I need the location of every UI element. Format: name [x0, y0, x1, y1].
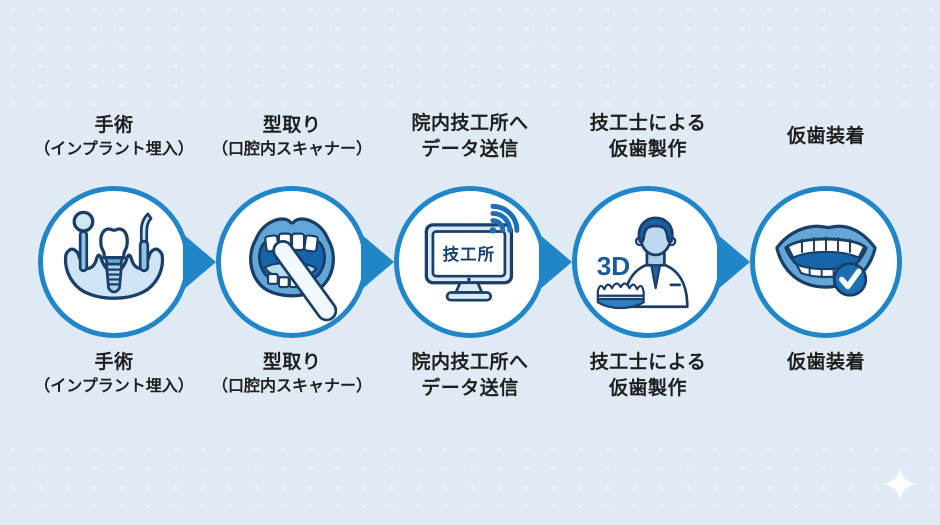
step-4-subtitle: 仮歯製作 [608, 139, 687, 160]
step-5-label-top: 仮歯装着 [725, 104, 927, 170]
arrow-right-icon [717, 234, 750, 290]
step-1-label-bottom: 手術 （インプラント埋入） [13, 350, 215, 398]
denture-model-icon [596, 282, 645, 310]
step-4-subtitle-bottom: 仮歯製作 [608, 377, 687, 399]
step-1-subtitle-bottom: （インプラント埋入） [34, 377, 194, 395]
intraoral-scanner-icon [249, 217, 338, 322]
checkmark-icon [839, 268, 862, 290]
technician-3d-icon: 3D [596, 216, 689, 310]
step-2-subtitle: （口腔内スキャナー） [211, 141, 372, 159]
step-3-subtitle: データ送信 [421, 139, 519, 160]
step-2-impression: 型取り （口腔内スキャナー） [203, 0, 381, 525]
step-2-label-top: 型取り （口腔内スキャナー） [191, 104, 393, 170]
arrow-right-icon [361, 234, 394, 290]
temporary-teeth-fitted-icon [775, 224, 877, 297]
step-5-fitting: 仮歯装着 仮歯装着 [737, 0, 915, 525]
sparkle-icon [884, 468, 916, 500]
step-3-label-top: 院内技工所へ データ送信 [369, 104, 571, 170]
step-1-circle [38, 186, 190, 338]
step-5-label-bottom: 仮歯装着 [725, 350, 927, 376]
step-2-title: 型取り [262, 115, 322, 137]
step-3-circle: 技工所 [394, 186, 546, 338]
arrow-right-icon [539, 234, 572, 290]
step-3-label-bottom: 院内技工所へ データ送信 [369, 350, 571, 402]
implant-surgery-icon [63, 210, 165, 300]
step-1-surgery: 手術 （インプラント埋入） 手術 （インプラント埋入） [25, 0, 203, 525]
3d-badge-label: 3D [597, 251, 630, 281]
arrow-right-icon [183, 234, 216, 290]
step-4-title: 技工士による [589, 113, 707, 135]
step-4-title-bottom: 技工士による [589, 352, 707, 373]
step-2-label-bottom: 型取り （口腔内スキャナー） [191, 350, 393, 398]
step-4-label-bottom: 技工士による 仮歯製作 [547, 350, 749, 402]
step-1-title-bottom: 手術 [94, 352, 134, 373]
step-3-title: 院内技工所へ [411, 113, 529, 135]
step-4-lab-fabrication: 技工士による 仮歯製作 [559, 0, 737, 525]
step-1-subtitle: （インプラント埋入） [34, 141, 194, 159]
step-3-subtitle-bottom: データ送信 [421, 377, 519, 399]
step-2-title-bottom: 型取り [262, 352, 322, 373]
step-3-title-bottom: 院内技工所へ [411, 352, 529, 373]
step-1-title: 手術 [94, 115, 134, 137]
step-5-title-bottom: 仮歯装着 [786, 352, 865, 373]
step-4-label-top: 技工士による 仮歯製作 [547, 104, 749, 170]
step-2-subtitle-bottom: （口腔内スキャナー） [211, 377, 372, 395]
step-2-circle [216, 186, 368, 338]
step-5-circle [750, 186, 902, 338]
step-4-circle: 3D [572, 186, 724, 338]
step-1-label-top: 手術 （インプラント埋入） [13, 104, 215, 170]
wifi-icon [489, 203, 520, 234]
data-transfer-monitor-icon: 技工所 [424, 203, 520, 302]
step-3-data-transfer: 院内技工所へ データ送信 技工所 [381, 0, 559, 525]
step-5-title: 仮歯装着 [786, 126, 865, 148]
monitor-screen-label: 技工所 [443, 245, 495, 264]
